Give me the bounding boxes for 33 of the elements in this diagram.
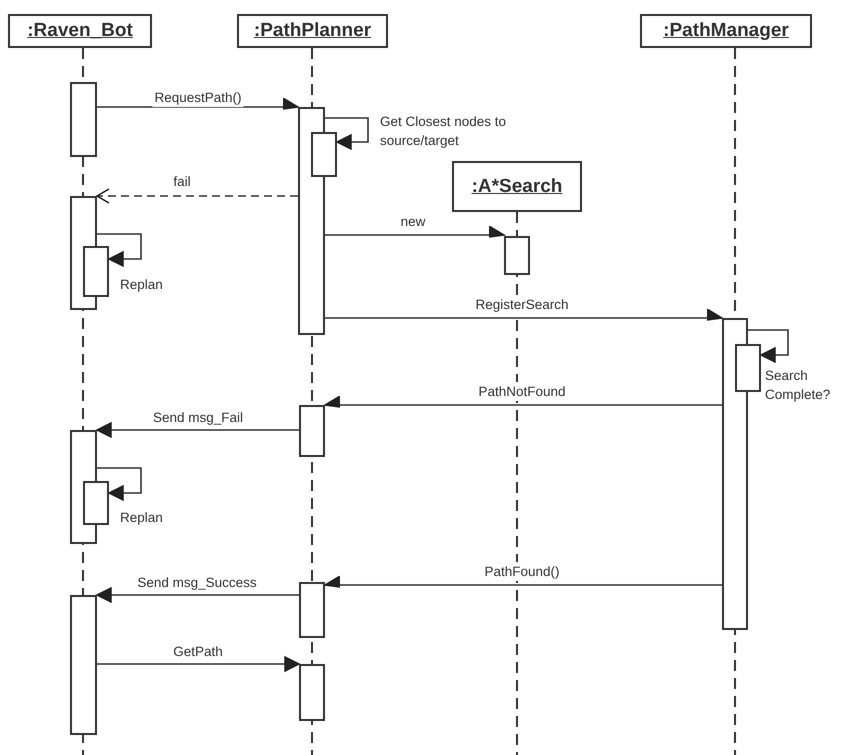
self-message-arrow bbox=[97, 467, 142, 501]
object-name: :PathManager bbox=[663, 20, 789, 42]
object-header-box bbox=[640, 14, 812, 48]
message-arrow bbox=[324, 575, 722, 588]
activation-bar bbox=[83, 481, 109, 525]
message-arrow bbox=[325, 225, 505, 238]
message-arrow bbox=[325, 308, 723, 321]
activation-bar bbox=[722, 318, 748, 630]
object-name: :A*Search bbox=[472, 176, 562, 198]
message-arrow bbox=[97, 97, 299, 110]
self-message-arrow bbox=[748, 329, 789, 363]
object-name: :PathPlanner bbox=[254, 20, 372, 42]
activation-bar bbox=[504, 236, 530, 275]
object-name: :Raven_Bot bbox=[27, 20, 133, 42]
object-header-box bbox=[237, 14, 388, 48]
object-header-box bbox=[8, 14, 152, 48]
object-header-box bbox=[452, 161, 582, 212]
self-message-arrow bbox=[97, 233, 142, 267]
activation-bar bbox=[299, 664, 325, 721]
activation-bar bbox=[70, 82, 97, 157]
self-message-arrow bbox=[325, 117, 369, 150]
message-arrow bbox=[324, 395, 722, 408]
activation-bar bbox=[299, 405, 325, 457]
activation-bar bbox=[298, 107, 325, 335]
activation-bar bbox=[299, 582, 325, 638]
message-arrow bbox=[96, 587, 299, 603]
activation-bar bbox=[70, 595, 97, 735]
message-arrow bbox=[97, 656, 300, 672]
activation-bar bbox=[311, 132, 337, 177]
message-arrow bbox=[96, 422, 299, 438]
message-arrow bbox=[96, 188, 298, 204]
activation-bar bbox=[735, 344, 761, 392]
activation-bar bbox=[83, 246, 109, 297]
